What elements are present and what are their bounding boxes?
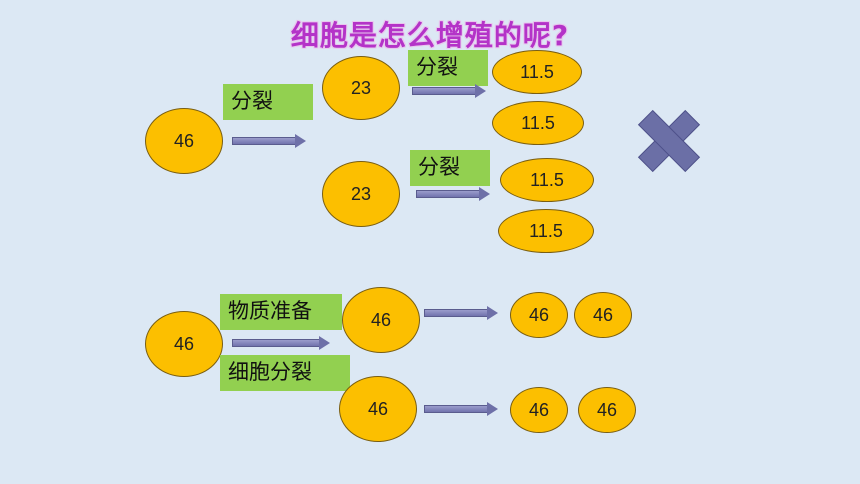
cross-icon [637,109,701,173]
top-split-label-lower: 分裂 [410,150,490,186]
page-title: 细胞是怎么增殖的呢? [290,19,570,52]
bottom-parent-cell: 46 [145,311,223,377]
top-split-label: 分裂 [223,84,313,120]
bottom-grand-cell-1: 46 [510,292,568,338]
bottom-daughter-cell-2: 46 [339,376,417,442]
top-grand-cell-2: 11.5 [492,101,584,145]
top-parent-cell: 46 [145,108,223,174]
bottom-grand-cell-4: 46 [578,387,636,433]
top-daughter-cell-2: 23 [322,161,400,227]
bottom-arrow-2 [424,306,498,320]
top-grand-cell-4: 11.5 [498,209,594,253]
top-arrow-2 [412,84,486,98]
material-prep-label: 物质准备 [220,294,342,330]
top-grand-cell-1: 11.5 [492,50,582,94]
cell-division-label: 细胞分裂 [220,355,350,391]
top-arrow-1 [232,134,306,148]
top-split-label-upper: 分裂 [408,50,488,86]
bottom-grand-cell-2: 46 [574,292,632,338]
bottom-arrow-3 [424,402,498,416]
top-daughter-cell-1: 23 [322,56,400,120]
bottom-arrow-1 [232,336,330,350]
top-grand-cell-3: 11.5 [500,158,594,202]
top-arrow-3 [416,187,490,201]
bottom-grand-cell-3: 46 [510,387,568,433]
bottom-daughter-cell-1: 46 [342,287,420,353]
